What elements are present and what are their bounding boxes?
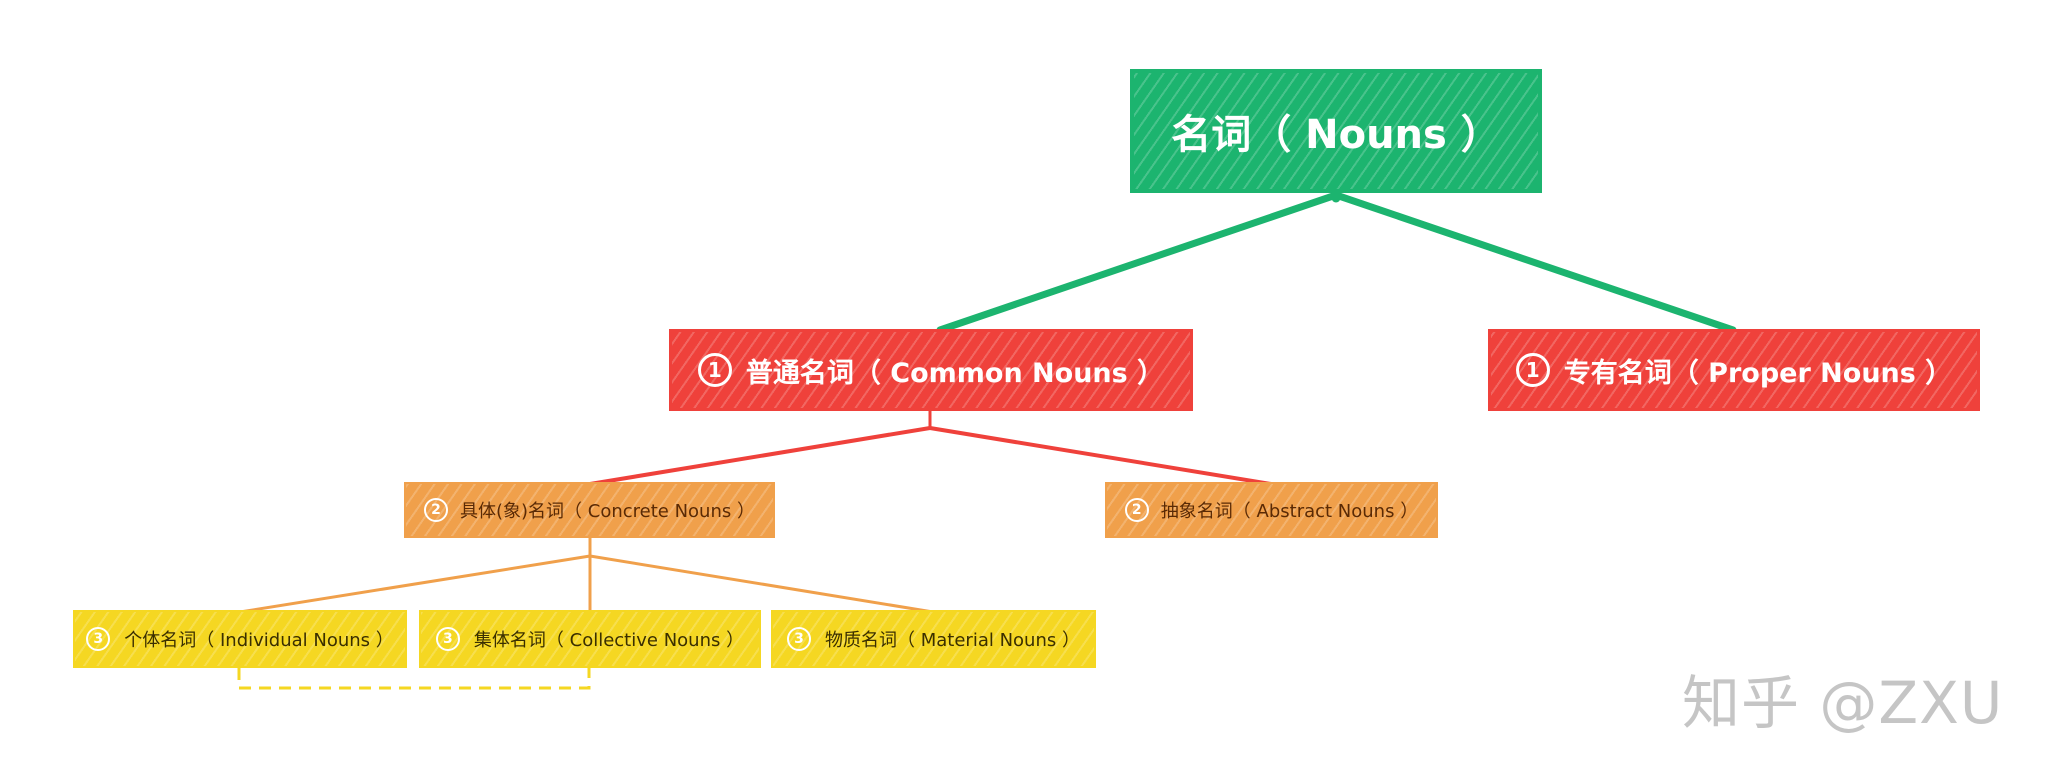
circled-number-badge: 2 xyxy=(424,498,448,522)
zhihu-watermark: 知乎 @ZXU xyxy=(1682,669,2004,737)
dashed-relation-individual-collective xyxy=(237,668,591,690)
node-collective-nouns: 3 集体名词（ Collective Nouns ） xyxy=(421,612,759,666)
root-connectors xyxy=(936,180,1737,334)
node-individual-nouns-label: 个体名词（ Individual Nouns ） xyxy=(124,630,394,651)
connector-common-concrete xyxy=(588,426,932,486)
node-proper-nouns: 1 专有名词（ Proper Nouns ） xyxy=(1491,332,1977,408)
node-nouns: 名词（ Nouns ） xyxy=(1134,73,1538,189)
node-concrete-nouns-label: 具体(象)名词（ Concrete Nouns ） xyxy=(460,501,755,522)
node-collective-nouns-label: 集体名词（ Collective Nouns ） xyxy=(473,630,745,651)
connector-root-proper xyxy=(1332,191,1737,334)
node-common-nouns: 1 普通名词（ Common Nouns ） xyxy=(672,332,1190,408)
node-common-nouns-label: 普通名词（ Common Nouns ） xyxy=(745,357,1165,389)
circled-number-badge: 3 xyxy=(435,627,460,651)
node-abstract-nouns: 2 抽象名词（ Abstract Nouns ） xyxy=(1107,484,1436,536)
common-connectors xyxy=(588,406,1273,486)
node-concrete-nouns: 2 具体(象)名词（ Concrete Nouns ） xyxy=(406,484,773,536)
node-material-nouns: 3 物质名词（ Material Nouns ） xyxy=(773,612,1094,666)
node-abstract-nouns-label: 抽象名词（ Abstract Nouns ） xyxy=(1160,501,1419,522)
connector-common-abstract xyxy=(928,426,1273,486)
circled-number-badge: 1 xyxy=(1515,353,1550,387)
circled-number-badge: 3 xyxy=(86,627,111,651)
circled-number-badge: 1 xyxy=(697,353,732,387)
connector-concrete-material xyxy=(588,554,935,614)
node-individual-nouns: 3 个体名词（ Individual Nouns ） xyxy=(75,612,405,666)
connector-concrete-individual xyxy=(238,554,592,614)
node-proper-nouns-label: 专有名词（ Proper Nouns ） xyxy=(1563,357,1953,389)
circled-number-badge: 2 xyxy=(1124,498,1149,522)
circled-number-badge: 3 xyxy=(787,627,812,651)
node-nouns-label: 名词（ Nouns ） xyxy=(1171,112,1501,158)
node-material-nouns-label: 物质名词（ Material Nouns ） xyxy=(825,630,1080,651)
concrete-connectors xyxy=(238,534,935,614)
connector-root-common xyxy=(936,191,1340,334)
